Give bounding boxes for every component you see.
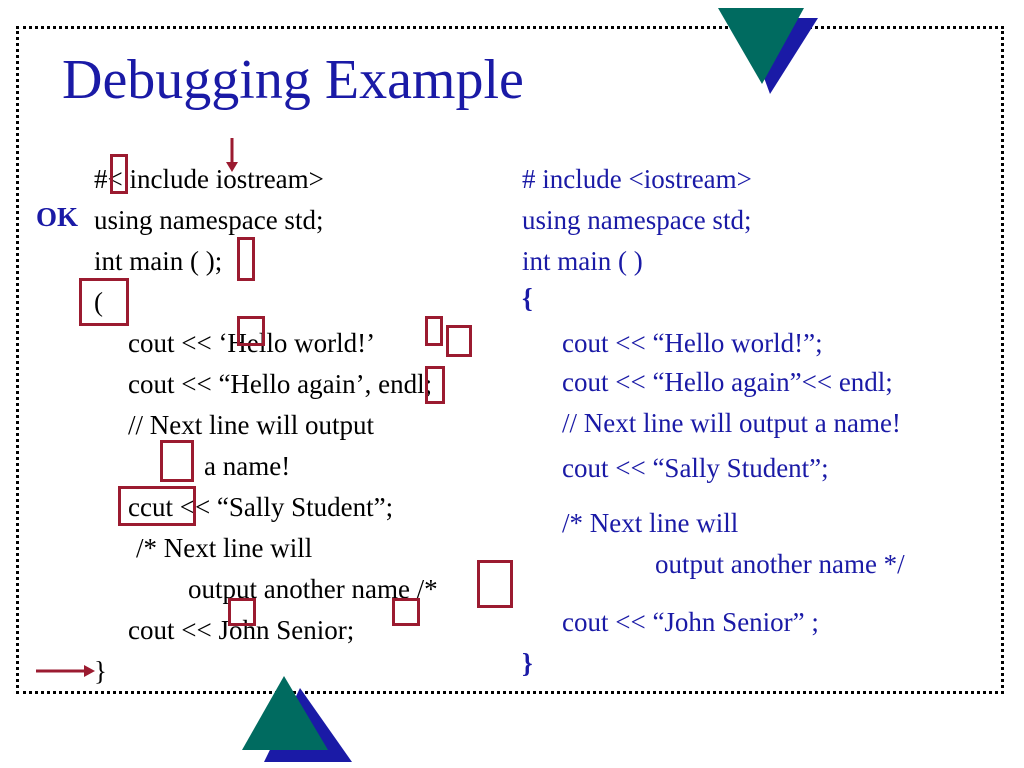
left-code-line-10: /* Next line will — [136, 533, 313, 563]
right-code-line-4: { — [522, 283, 533, 313]
error-box-quote-john-close — [392, 598, 420, 626]
error-box-include — [110, 154, 128, 194]
left-code-line-6: cout << “Hello again’, endl; — [128, 369, 433, 399]
error-box-quote-open — [237, 316, 265, 346]
right-code-line-10: output another name */ — [655, 549, 905, 579]
right-code-line-7: // Next line will output a name! — [562, 408, 901, 438]
right-code-line-8: cout << “Sally Student”; — [562, 453, 829, 483]
right-code-line-9: /* Next line will — [562, 508, 739, 538]
slide-title: Debugging Example — [62, 49, 524, 111]
down-arrow-head — [226, 162, 238, 172]
right-code-line-1: # include <iostream> — [522, 164, 752, 194]
left-code-line-13: } — [94, 656, 107, 686]
error-box-ccut — [118, 486, 196, 526]
left-code-line-4: ( — [94, 287, 103, 317]
top-teal-triangle — [718, 8, 804, 84]
error-box-quote-john-open — [228, 598, 256, 626]
error-box-semicolon — [237, 237, 255, 281]
left-code-line-1: #< include iostream> — [94, 164, 324, 194]
error-box-comment-close — [477, 560, 513, 608]
left-code-line-12: cout << John Senior; — [128, 615, 355, 645]
left-code-line-2: using namespace std; — [94, 205, 324, 235]
right-code-line-3: int main ( ) — [522, 246, 643, 276]
right-code-line-6: cout << “Hello again”<< endl; — [562, 367, 893, 397]
left-code-line-8: a name! — [204, 451, 291, 481]
right-code-line-11: cout << “John Senior” ; — [562, 607, 819, 637]
left-code-line-11: output another name /* — [188, 574, 438, 604]
error-box-brace — [79, 278, 129, 326]
left-code-line-7: // Next line will output — [128, 410, 374, 440]
slide-frame — [16, 26, 1004, 694]
error-box-quote-close — [425, 316, 443, 346]
error-box-comment — [160, 440, 194, 482]
ok-label: OK — [36, 202, 79, 232]
right-code-line-2: using namespace std; — [522, 205, 752, 235]
right-code-line-12: } — [522, 648, 533, 678]
bottom-teal-triangle — [242, 676, 328, 750]
error-box-comma — [425, 366, 445, 404]
right-code-line-5: cout << “Hello world!”; — [562, 328, 823, 358]
left-code-line-3: int main ( ); — [94, 246, 223, 276]
right-arrow-head — [84, 665, 95, 677]
error-box-missing-semicolon — [446, 325, 472, 357]
